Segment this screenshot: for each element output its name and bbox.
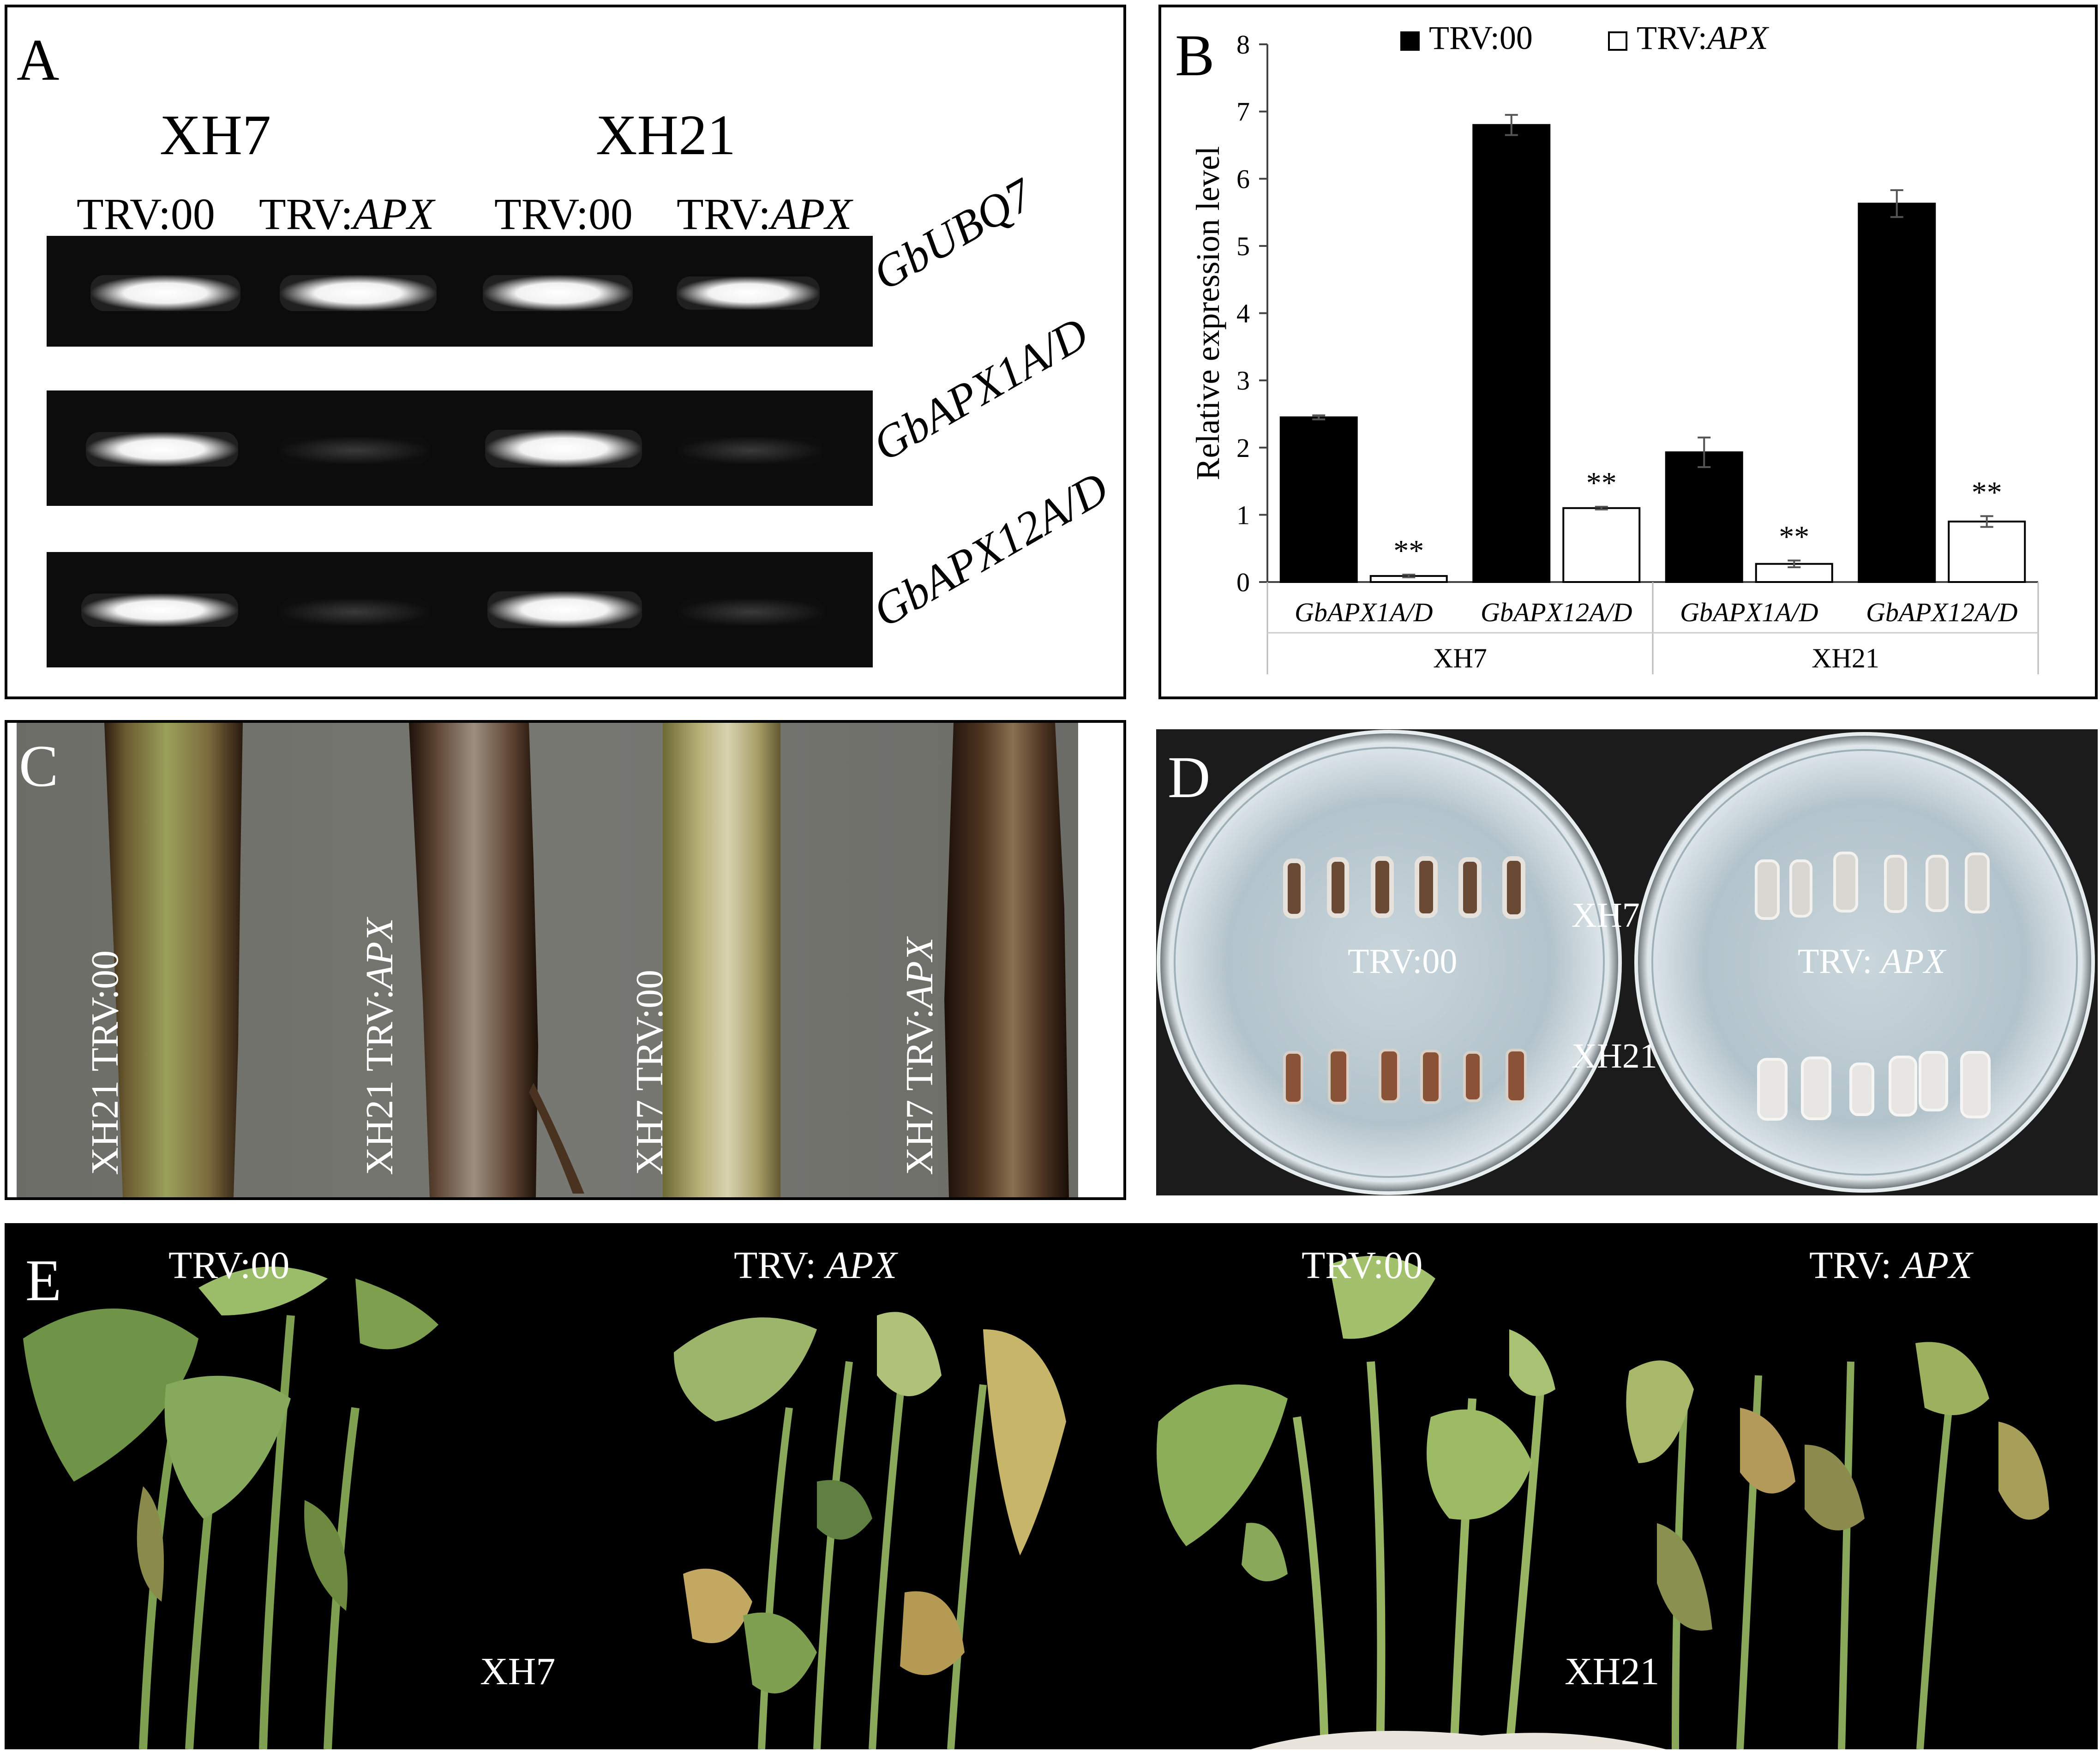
segments-right-bottom <box>1757 1051 1991 1121</box>
significance-label: ** <box>1586 466 1617 500</box>
y-tick-label: 7 <box>1236 97 1250 127</box>
lane-label-4: TRV:APX <box>677 189 852 239</box>
panel-a: A XH7 XH21 TRV:00 TRV:APX TRV:00 TRV:APX <box>5 5 1126 699</box>
plant-group-xh7-trv00 <box>23 1267 438 1749</box>
cultivar-xh21-heading: XH21 <box>596 103 736 167</box>
x-category-label: GbAPX1A/D <box>1295 597 1433 627</box>
stem-label-3: XH7 TRV:00 <box>628 969 671 1175</box>
stem-4 <box>944 723 1069 1197</box>
row-bottom-label: XH21 <box>1572 1037 1657 1075</box>
panel-a-label: A <box>17 27 60 93</box>
x-category-label: GbAPX12A/D <box>1481 597 1632 627</box>
stem-label-1: XH21 TRV:00 <box>84 950 126 1175</box>
row-top-label: XH7 <box>1572 896 1640 935</box>
gene-label-gbapx12ad: GbAPX12A/D <box>864 462 1117 637</box>
x-category-label: GbAPX1A/D <box>1680 597 1818 627</box>
petri-plates-photo <box>1157 730 2095 1195</box>
segments-left-top <box>1283 856 1525 919</box>
legend-swatch <box>1400 31 1420 51</box>
stem-2 <box>409 723 538 1197</box>
y-tick-label: 3 <box>1236 366 1250 396</box>
plate-right-label: TRV: APX <box>1798 942 1945 981</box>
lane-label-3: TRV:00 <box>494 189 633 239</box>
significance-label: ** <box>1779 520 1809 553</box>
panel-c-label: C <box>19 733 59 799</box>
gel-row-gbapx1ad <box>47 390 873 506</box>
stem-2-leaf <box>529 1083 584 1194</box>
stem-label-4: XH7 TRV:APX <box>898 937 941 1175</box>
y-tick-label: 4 <box>1236 299 1250 329</box>
y-tick-label: 5 <box>1236 231 1250 261</box>
bar <box>1665 451 1743 583</box>
lane-label-1: TRV:00 <box>77 189 215 239</box>
significance-label: ** <box>1393 534 1424 568</box>
bar <box>1858 203 1936 583</box>
y-tick-label: 0 <box>1236 567 1250 597</box>
panel-d: D TRV:00 TRV: APX XH7 XH21 <box>1156 729 2098 1195</box>
x-group-label: XH7 <box>1433 643 1487 673</box>
y-tick-label: 1 <box>1236 500 1250 530</box>
gel-image <box>47 236 873 667</box>
plant-header-1: TRV:00 <box>168 1244 290 1287</box>
panel-d-label: D <box>1168 744 1211 810</box>
stem-photo <box>7 723 1123 1197</box>
plant-group-xh21-trvapx <box>1626 1342 2049 1749</box>
lane-label-2: TRV:APX <box>259 189 434 239</box>
plant-cultivar-xh7: XH7 <box>480 1650 556 1693</box>
legend-label: TRV:APX <box>1637 19 1770 56</box>
plant-header-3: TRV:00 <box>1302 1244 1423 1287</box>
stem-3 <box>663 723 780 1197</box>
legend-label: TRV:00 <box>1429 19 1533 56</box>
plants-photo <box>23 1255 2049 1749</box>
plant-cultivar-xh21: XH21 <box>1565 1650 1660 1693</box>
plant-header-2: TRV: APX <box>734 1244 897 1287</box>
plant-group-xh21-trv00 <box>1157 1255 1555 1749</box>
legend-swatch <box>1608 31 1627 51</box>
panel-b-label: B <box>1175 23 1215 88</box>
cultivar-xh7-heading: XH7 <box>160 103 271 167</box>
plant-header-4: TRV: APX <box>1809 1244 1973 1287</box>
y-tick-label: 8 <box>1236 30 1250 60</box>
bar <box>1948 520 2026 583</box>
segments-right-top <box>1755 852 1990 920</box>
y-tick-label: 6 <box>1236 164 1250 194</box>
gene-label-gbapx1ad: GbAPX1A/D <box>864 307 1097 471</box>
bar <box>1472 124 1551 583</box>
stem-label-2: XH21 TRV:APX <box>358 918 401 1175</box>
y-axis-label: Relative expression level <box>1189 146 1226 480</box>
x-category-label: GbAPX12A/D <box>1866 597 2018 627</box>
x-group-label: XH21 <box>1812 643 1879 673</box>
panel-e-label: E <box>25 1248 62 1313</box>
stem-1 <box>104 723 243 1197</box>
gel-row-gbubq7 <box>47 236 873 347</box>
plant-group-xh7-trvapx <box>674 1312 1066 1749</box>
y-tick-label: 2 <box>1236 433 1250 463</box>
bar <box>1279 416 1358 583</box>
gene-label-gbubq7: GbUBQ7 <box>864 168 1041 300</box>
plate-left <box>1157 730 1622 1195</box>
bar <box>1562 507 1641 583</box>
panel-e: E TRV:00 TRV: APX TRV:00 TRV: APX XH7 XH… <box>5 1223 2098 1749</box>
panel-c: C XH21 TRV:00 XH21 TRV:APX XH7 TRV:00 XH… <box>5 720 1126 1200</box>
significance-label: ** <box>1972 475 2002 509</box>
plate-left-label: TRV:00 <box>1348 942 1458 981</box>
gel-row-gbapx12ad <box>47 552 873 667</box>
segments-left-bottom <box>1283 1049 1527 1105</box>
